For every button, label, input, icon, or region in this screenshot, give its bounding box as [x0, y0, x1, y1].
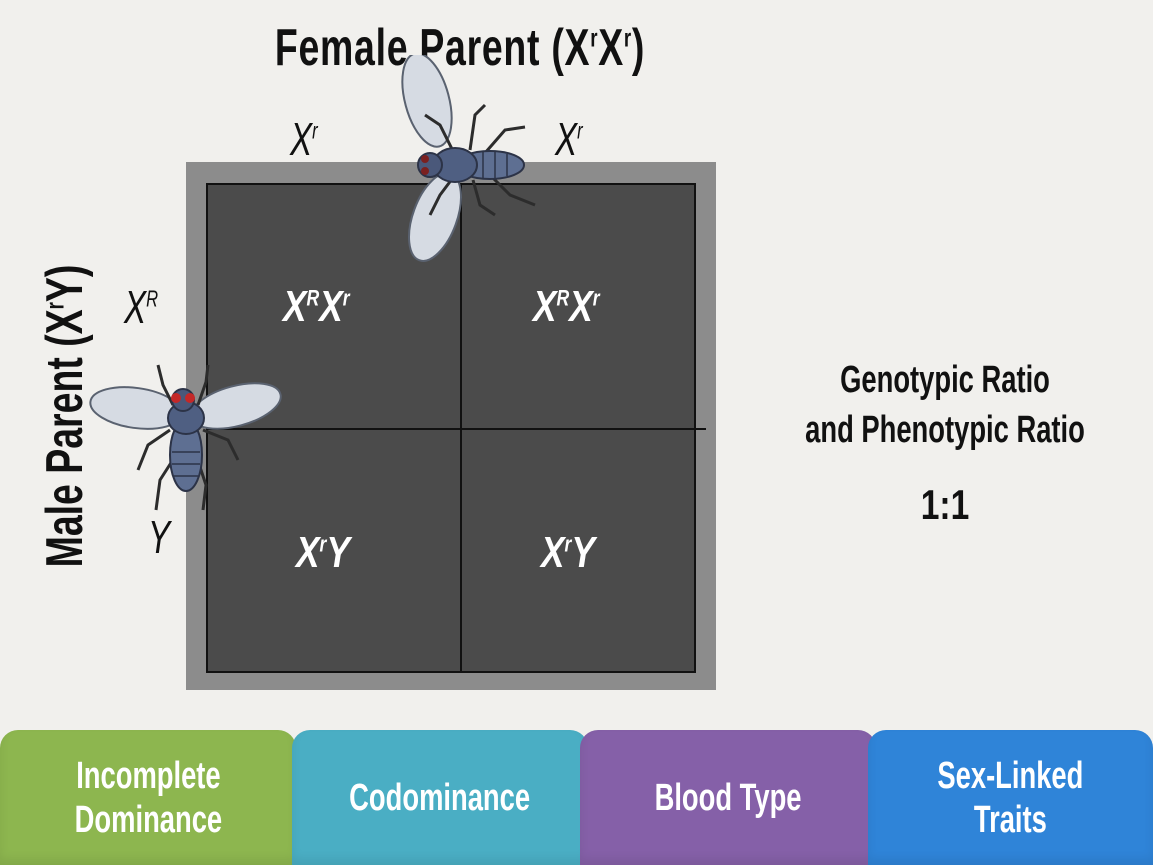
punnett-cell-4: XrY [541, 528, 595, 578]
ratio-panel: Genotypic Ratio and Phenotypic Ratio 1:1 [740, 355, 1150, 529]
punnett-cell-3: XrY [296, 528, 350, 578]
ratio-label-line1: Genotypic Ratio [797, 355, 1092, 405]
female-allele-2: Xr [555, 112, 583, 166]
ratio-label-line2: and Phenotypic Ratio [797, 405, 1092, 455]
male-allele-1: XR [124, 280, 158, 334]
tab-codominance[interactable]: Codominance [292, 730, 588, 865]
fruit-fly-icon [385, 55, 555, 265]
tab-incomplete-dominance[interactable]: Incomplete Dominance [0, 730, 296, 865]
punnett-cell-2: XRXr [533, 282, 600, 332]
tab-sex-linked-traits[interactable]: Sex-Linked Traits [868, 730, 1153, 865]
tab-blood-type[interactable]: Blood Type [580, 730, 876, 865]
male-parent-title: Male Parent (XrY) [35, 196, 95, 635]
punnett-cell-1: XRXr [283, 282, 350, 332]
topic-tab-bar: Incomplete Dominance Codominance Blood T… [0, 730, 1153, 865]
fruit-fly-icon [88, 360, 283, 520]
female-allele-1: Xr [290, 112, 318, 166]
ratio-value: 1:1 [781, 481, 1109, 529]
